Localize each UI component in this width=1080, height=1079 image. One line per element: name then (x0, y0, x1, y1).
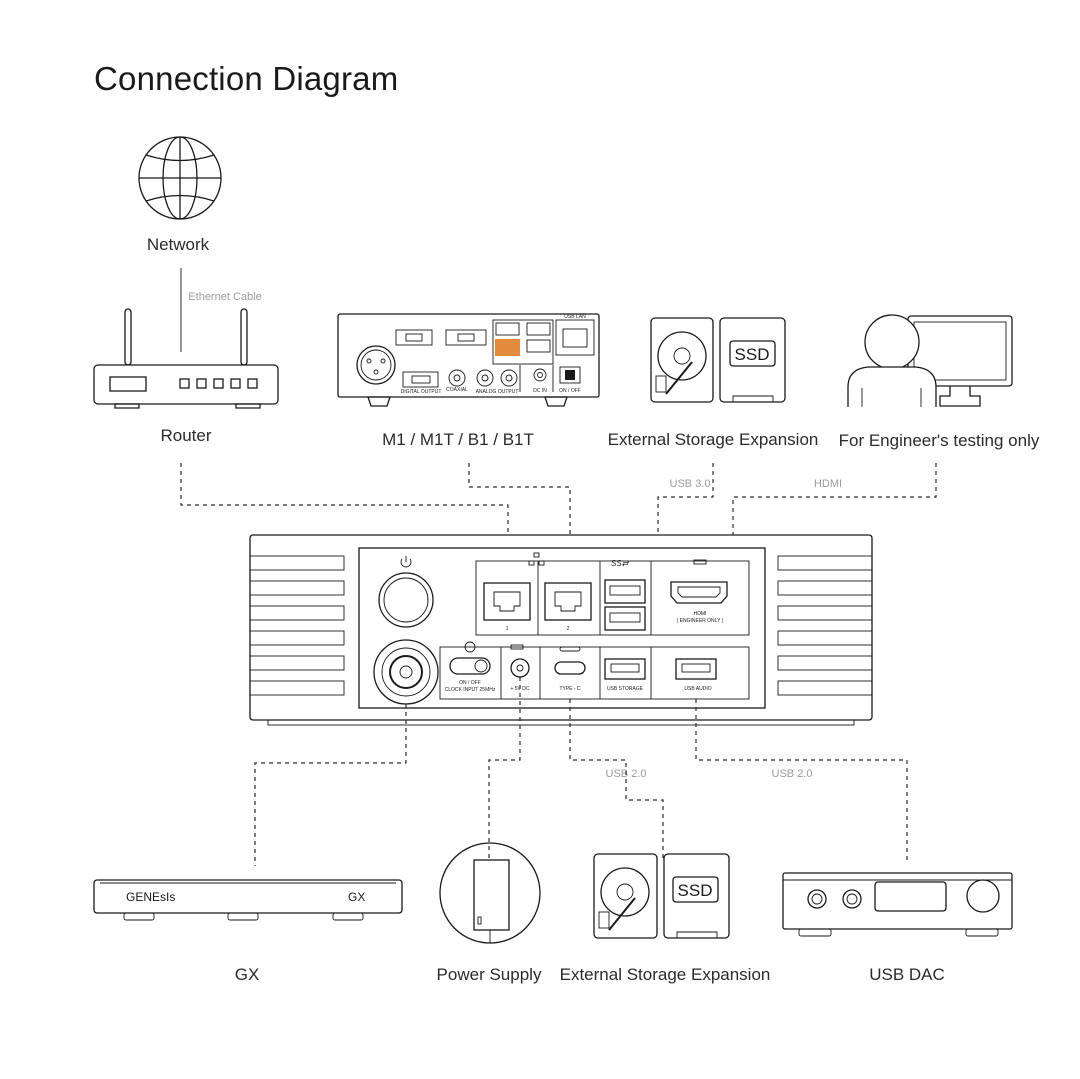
connection-lines-bottom (254, 677, 908, 866)
ssd-bottom-icon: SSD (663, 853, 730, 939)
power-supply-label: Power Supply (436, 965, 542, 984)
page-title: Connection Diagram (94, 60, 399, 97)
storage-bottom-label: External Storage Expansion (559, 965, 771, 984)
server-analog-output-text: ANALOG OUTPUT (476, 389, 519, 395)
usb3-port-top-icon (604, 579, 646, 604)
lan-port-2-text: 2 (567, 626, 570, 632)
hdmi-port-icon (670, 559, 728, 604)
ssd-top-text: SSD (735, 345, 770, 364)
network-symbol-icon (528, 552, 545, 566)
ports-block-bottom (439, 646, 750, 700)
usb2-right-cable-label: USB 2.0 (771, 768, 813, 780)
clock-toggle-icon (449, 641, 491, 675)
ports-block-top (475, 560, 750, 636)
lan-port-1-text: 1 (506, 626, 509, 632)
usb-audio-port-icon (675, 658, 717, 680)
hdmi-note-text: ( ENGINEER ONLY ) (677, 618, 724, 624)
gx-clock-icon (93, 879, 403, 921)
hdmi-port-text: HDMI (694, 611, 707, 617)
hdmi-cable-label: HDMI (813, 478, 843, 490)
hdd-bottom-icon (593, 853, 658, 939)
main-unit (249, 534, 873, 726)
clock-onoff-text: ON / OFF (459, 680, 481, 686)
gx-model-text: GX (348, 890, 365, 904)
storage-top-label: External Storage Expansion (607, 430, 819, 449)
lan-port-2-icon (544, 582, 592, 621)
server-label: M1 / M1T / B1 / B1T (382, 430, 534, 449)
usb3-symbol-icon: SS⇄ (611, 559, 630, 568)
server-icon: DC IN ON / OFF DIGITAL OUTPUT ANALOG OUT… (337, 313, 600, 407)
globe-icon (138, 136, 222, 220)
ssd-top-icon: SSD (719, 317, 786, 403)
server-onoff-text: ON / OFF (559, 388, 581, 394)
typec-port-text: TYPE - C (559, 686, 581, 692)
server-digital-output-text: DIGITAL OUTPUT (401, 389, 442, 395)
engineer-label: For Engineer's testing only (838, 431, 1040, 450)
usb-dac-icon (782, 872, 1013, 937)
usb-storage-port-icon (604, 658, 646, 680)
usb3-port-bottom-icon (604, 606, 646, 631)
gx-label: GX (234, 965, 260, 984)
dc-jack-icon (510, 644, 530, 678)
typec-port-icon (554, 646, 586, 675)
ethernet-cable-label: Ethernet Cable (188, 291, 262, 303)
power-button-icon (378, 556, 434, 628)
lan-port-1-icon (483, 582, 531, 621)
router-icon (93, 308, 279, 409)
usb-audio-text: USB AUDIO (684, 686, 711, 692)
server-usb-lan-text: USB LAN (564, 314, 586, 320)
hdd-top-icon (650, 317, 714, 403)
power-supply-icon (439, 842, 541, 944)
usb3-cable-label: USB 3.0 (669, 478, 711, 490)
engineer-icon (847, 314, 1013, 407)
server-dc-in-text: DC IN (533, 388, 547, 394)
server-coaxial-text: COAXIAL (446, 387, 468, 393)
router-label: Router (160, 426, 212, 445)
usb-dac-label: USB DAC (869, 965, 945, 984)
network-label: Network (146, 235, 210, 254)
clock-input-text: CLOCK INPUT 25MHz (445, 687, 496, 693)
ssd-bottom-text: SSD (678, 881, 713, 900)
gx-brand-text: GENEsIs (126, 890, 175, 904)
usb-storage-text: USB STORAGE (607, 686, 644, 692)
